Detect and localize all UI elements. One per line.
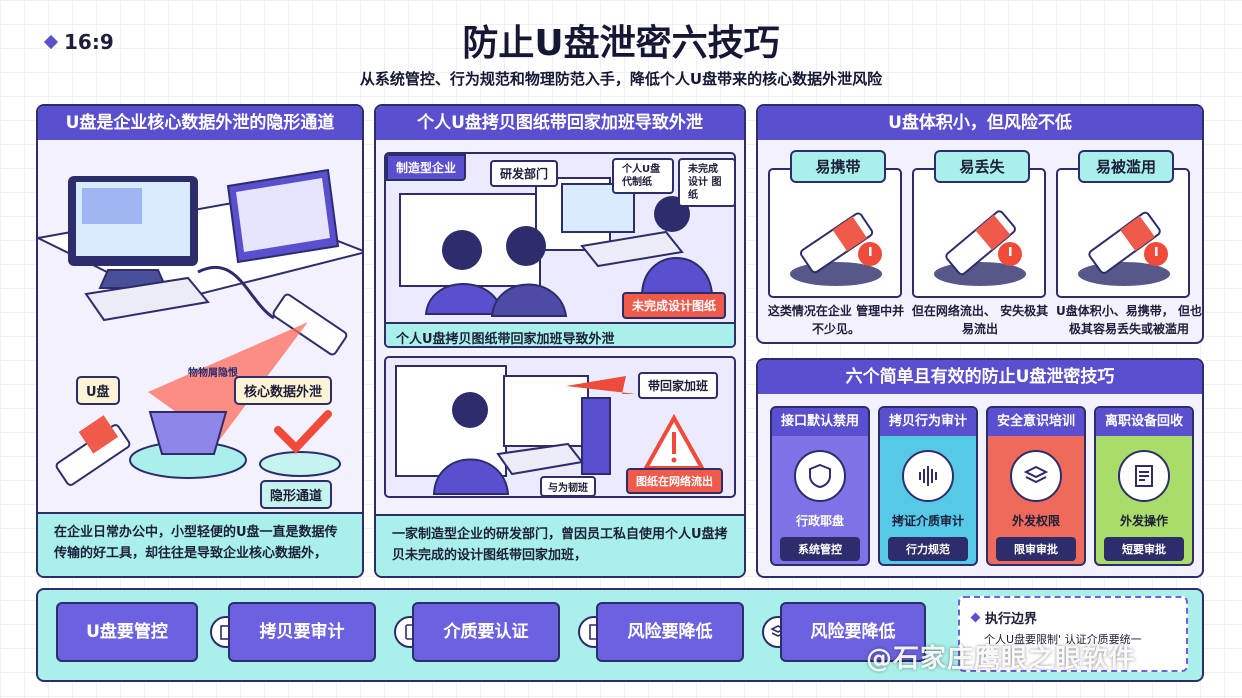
- panel-footer: 一家制造型企业的研发部门，曾因员工私自使用个人U盘拷贝未完成的设计图纸带回家加班…: [376, 514, 744, 576]
- panel-hidden-channel: U盘是企业核心数据外泄的隐形通道 物物屑隐恨 U盘 核心数据外泄 隐形通道 在企…: [36, 104, 364, 578]
- diamond-icon: [970, 612, 981, 623]
- risk-label-portable: 易携带: [790, 150, 886, 183]
- risk-card-portable: [768, 168, 902, 298]
- panel-title: 个人U盘拷贝图纸带回家加班导致外泄: [376, 106, 744, 140]
- tip-card-device-recovery: 离职设备回收 外发操作 短要审批: [1094, 406, 1194, 566]
- scene-caption: 个人U盘拷贝图纸带回家加班导致外泄: [386, 322, 734, 346]
- tip-heading: 安全意识培训: [988, 408, 1084, 436]
- tip-card-interface-disable: 接口默认禁用 行政耶盘 系统管控: [770, 406, 870, 566]
- panel-case-study: 个人U盘拷贝图纸带回家加班导致外泄 制造型企业 研发部门 个人U盘 代制纸 未完…: [374, 104, 746, 578]
- tip-heading: 拷贝行为审计: [880, 408, 976, 436]
- layers-icon: [1010, 450, 1062, 502]
- chip-company: 制造型企业: [386, 154, 467, 181]
- chip-department: 研发部门: [490, 160, 559, 187]
- risk-desc-portable: 这类情况在企业 管理中并不少见。: [767, 304, 905, 336]
- pill-reduce-risk-2: 风险要降低: [780, 602, 926, 662]
- chip-overtime: 与为韧班: [540, 476, 596, 496]
- usb-warning-icon: [1078, 211, 1170, 286]
- risk-card-misuse: [1056, 168, 1190, 298]
- tip-label: 拷证介质审计: [891, 514, 964, 528]
- scene-leak: 带回家加班 与为韧班 图纸在网络流出: [384, 356, 736, 498]
- tag-udisk: U盘: [76, 376, 120, 405]
- tip-badge: 短要审批: [1104, 537, 1184, 561]
- panel-title: 六个简单且有效的防止U盘泄密技巧: [758, 360, 1202, 394]
- leak-scene-illustration: [395, 365, 706, 495]
- office-scene-illustration: [399, 177, 714, 317]
- tip-badge: 系统管控: [780, 537, 860, 561]
- boundary-text: 个人U盘要限制' 认证介质要统一: [984, 633, 1142, 646]
- tip-badge: 限审审批: [996, 537, 1076, 561]
- usb-warning-icon: [934, 210, 1026, 286]
- tip-label: 外发操作: [1119, 514, 1168, 528]
- tag-hidden-channel: 隐形通道: [260, 480, 333, 509]
- tip-heading: 离职设备回收: [1096, 408, 1192, 436]
- tip-card-copy-audit: 拷贝行为审计 拷证介质审计 行力规范: [878, 406, 978, 566]
- panel-title: U盘体积小，但风险不低: [758, 106, 1202, 140]
- funnel-caption: 物物屑隐恨: [188, 368, 238, 379]
- office-illustration: [38, 168, 362, 486]
- risk-label-misuse: 易被滥用: [1078, 150, 1174, 183]
- document-icon: [1118, 450, 1170, 502]
- page-subtitle: 从系统管控、行为规范和物理防范入手，降低个人U盘带来的核心数据外泄风险: [359, 70, 883, 88]
- page-title: 防止U盘泄密六技巧: [462, 23, 780, 64]
- shield-icon: [794, 450, 846, 502]
- audio-wave-icon: [902, 450, 954, 502]
- risk-desc-misuse: U盘体积小、易携带， 但也极其容易丢失或被滥用: [1056, 304, 1202, 336]
- execution-boundary-box: 执行边界 个人U盘要限制' 认证介质要统一: [958, 596, 1188, 672]
- bubble-drawing: 未完成设计 图纸: [678, 158, 734, 207]
- panel-six-tips: 六个简单且有效的防止U盘泄密技巧 接口默认禁用 行政耶盘 系统管控 拷贝行为审计…: [756, 358, 1204, 578]
- tip-label: 行政耶盘: [795, 514, 844, 528]
- chip-unfinished-drawing: 未完成设计图纸: [622, 292, 727, 319]
- watermark: @石家庄鹰眼之眼软件: [866, 644, 1137, 674]
- pill-audit: 拷贝要审计: [228, 602, 376, 662]
- tip-label: 外发权限: [1011, 514, 1060, 528]
- chip-network-leak: 图纸在网络流出: [626, 468, 723, 494]
- ratio-text: 16:9: [64, 30, 114, 54]
- risk-desc-lost: 但在网络流出、 安失极其易流出: [911, 304, 1049, 336]
- tag-core-leak: 核心数据外泄: [234, 376, 333, 405]
- pill-reduce-risk: 风险要降低: [596, 602, 744, 662]
- pill-control: U盘要管控: [56, 602, 198, 662]
- summary-strip: U盘要管控 拷贝要审计 介质要认证 风险要降低 风险要降低 执行边界 个人U盘要…: [36, 588, 1204, 682]
- chip-take-home: 带回家加班: [638, 372, 719, 399]
- panel-risks: U盘体积小，但风险不低 易携带 易丢失 易被滥用: [756, 104, 1204, 344]
- aspect-ratio-label: 16:9: [43, 30, 114, 54]
- boundary-title: 执行边界: [985, 612, 1038, 627]
- risk-label-lost: 易丢失: [934, 150, 1030, 183]
- risk-card-lost: [912, 168, 1046, 298]
- tip-heading: 接口默认禁用: [772, 408, 868, 436]
- panel-footer: 在企业日常办公中，小型轻便的U盘一直是数据传传输的好工具，却往往是导致企业核心数…: [38, 512, 362, 576]
- bubble-udisk: 个人U盘 代制纸: [612, 158, 674, 194]
- panel-title: U盘是企业核心数据外泄的隐形通道: [38, 106, 362, 140]
- scene-office: 制造型企业 研发部门 个人U盘 代制纸 未完成设计 图纸 未完成设计图纸 个人U…: [384, 152, 736, 348]
- tip-card-security-training: 安全意识培训 外发权限 限审审批: [986, 406, 1086, 566]
- tip-badge: 行力规范: [888, 537, 968, 561]
- usb-warning-icon: [790, 212, 882, 286]
- pill-certify: 介质要认证: [412, 602, 560, 662]
